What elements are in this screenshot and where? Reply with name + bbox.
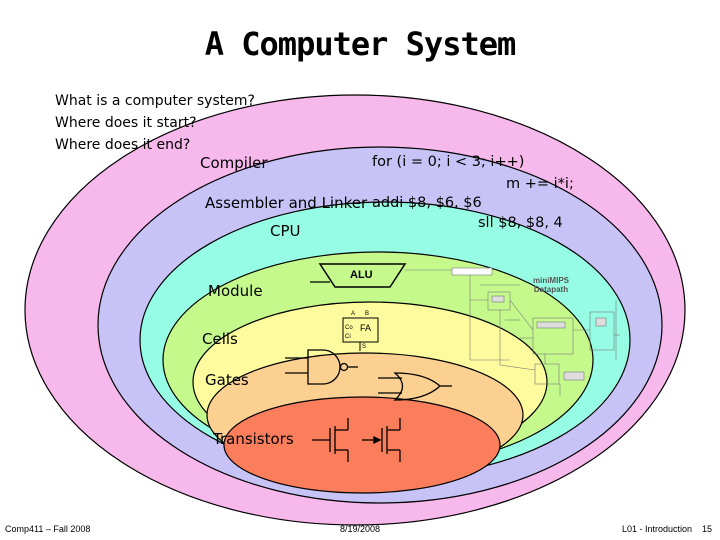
layer-label-transistors: Transistors — [213, 430, 294, 448]
layer-label-cells: Cells — [202, 330, 238, 348]
code-asm-addi: addi $8, $6, $6 — [372, 195, 482, 211]
footer-page-number: 15 — [702, 524, 713, 534]
footer-lecture: L01 - Introduction — [622, 524, 693, 534]
minimips-title: miniMIPS — [532, 276, 569, 285]
footer-date: 8/19/2008 — [340, 524, 381, 534]
transistor-nmos — [312, 418, 349, 462]
layer-label-module: Module — [208, 282, 263, 300]
slide-title: A Computer System — [204, 25, 517, 63]
fa-label: FA — [360, 323, 372, 333]
fa-input-b: B — [365, 311, 370, 317]
nand-gate — [285, 349, 358, 385]
question-2: Where does it start? — [55, 115, 197, 131]
layer-label-assembler: Assembler and Linker — [205, 194, 368, 212]
code-asm-sll: sll $8, $8, 4 — [478, 215, 563, 231]
minimips-datapath-schematic — [405, 267, 620, 396]
transistor-pmos — [362, 418, 401, 462]
question-3: Where does it end? — [55, 137, 191, 153]
fa-carry-out: Co — [345, 325, 353, 331]
question-1: What is a computer system? — [55, 93, 255, 109]
fa-carry-in: Ci — [345, 334, 351, 340]
transistors-ring — [223, 396, 501, 494]
fa-sum: S — [362, 344, 367, 350]
layer-label-cpu: CPU — [270, 222, 301, 240]
or-gate — [378, 372, 452, 401]
fa-input-a: A — [351, 311, 356, 317]
minimips-label: miniMIPS Datapath — [520, 276, 582, 294]
datapath-title: Datapath — [533, 285, 569, 295]
footer-course: Comp411 – Fall 2008 — [5, 524, 91, 534]
code-for-loop: for (i = 0; i < 3; i++) — [372, 154, 525, 170]
layer-label-gates: Gates — [205, 371, 249, 389]
layer-label-compiler: Compiler — [200, 154, 268, 172]
alu-symbol — [318, 263, 407, 288]
alu-label: ALU — [350, 269, 373, 281]
code-loop-body: m += i*i; — [506, 176, 574, 192]
